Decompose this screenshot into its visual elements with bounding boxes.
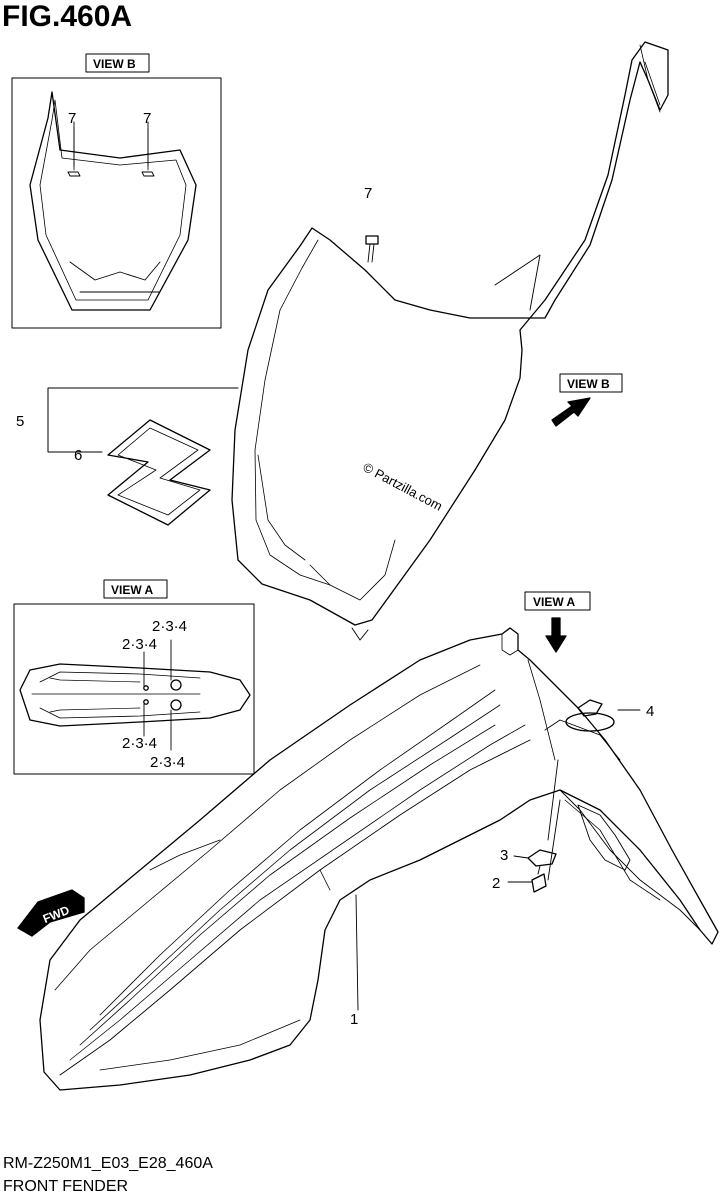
view-a-pointer-arrow — [524, 591, 591, 653]
bolt-2-icon — [531, 865, 547, 893]
view-a-inset-label: VIEW A — [111, 583, 154, 597]
screw-7-icon — [365, 235, 379, 263]
figure-name: FRONT FENDER — [3, 1178, 129, 1195]
number-plate-icon — [231, 41, 669, 641]
callout-2: 2 — [492, 875, 500, 892]
view-a-pointer-label-box — [524, 591, 591, 611]
callout-view-a-bottom-left: 2·3·4 — [122, 735, 157, 752]
emblem-decal-icon — [107, 419, 211, 526]
washer-3-icon — [527, 849, 557, 867]
view-b-inset-label: VIEW B — [93, 57, 136, 71]
view-a-inset-label-box — [103, 579, 168, 599]
washer-4-icon — [565, 699, 615, 732]
callout-7-main: 7 — [364, 185, 372, 202]
view-a-inset-frame — [13, 603, 255, 775]
callout-view-a-top-left: 2·3·4 — [122, 636, 157, 653]
view-a-fender-top-icon — [19, 639, 251, 751]
view-b-pointer-label: VIEW B — [567, 377, 610, 391]
front-fender-icon — [39, 627, 719, 1091]
callout-view-a-bottom-right: 2·3·4 — [150, 754, 185, 771]
callout-1: 1 — [350, 1011, 358, 1028]
callout-7-inset-left: 7 — [68, 110, 76, 127]
figure-title: FIG.460A — [2, 0, 133, 33]
callout-7-inset-right: 7 — [143, 110, 151, 127]
callout-6: 6 — [74, 447, 82, 464]
view-b-pointer-label-box — [559, 373, 623, 393]
watermark: © Partzilla.com — [361, 459, 445, 513]
callout-5-bracket — [47, 387, 239, 453]
view-b-number-plate-rear-icon — [29, 91, 197, 311]
figure-code: RM-Z250M1_E03_E28_460A — [3, 1155, 213, 1172]
callout-4: 4 — [646, 703, 654, 720]
view-b-inset-label-box — [85, 53, 150, 73]
view-b-pointer-arrow — [551, 373, 623, 427]
forward-direction-badge — [17, 889, 85, 937]
callout-view-a-top-right: 2·3·4 — [152, 618, 187, 635]
callout-3: 3 — [500, 847, 508, 864]
callout-5: 5 — [16, 413, 24, 430]
leader-lines — [73, 121, 641, 1011]
view-a-pointer-label: VIEW A — [533, 595, 576, 609]
view-b-inset-frame — [11, 77, 222, 329]
